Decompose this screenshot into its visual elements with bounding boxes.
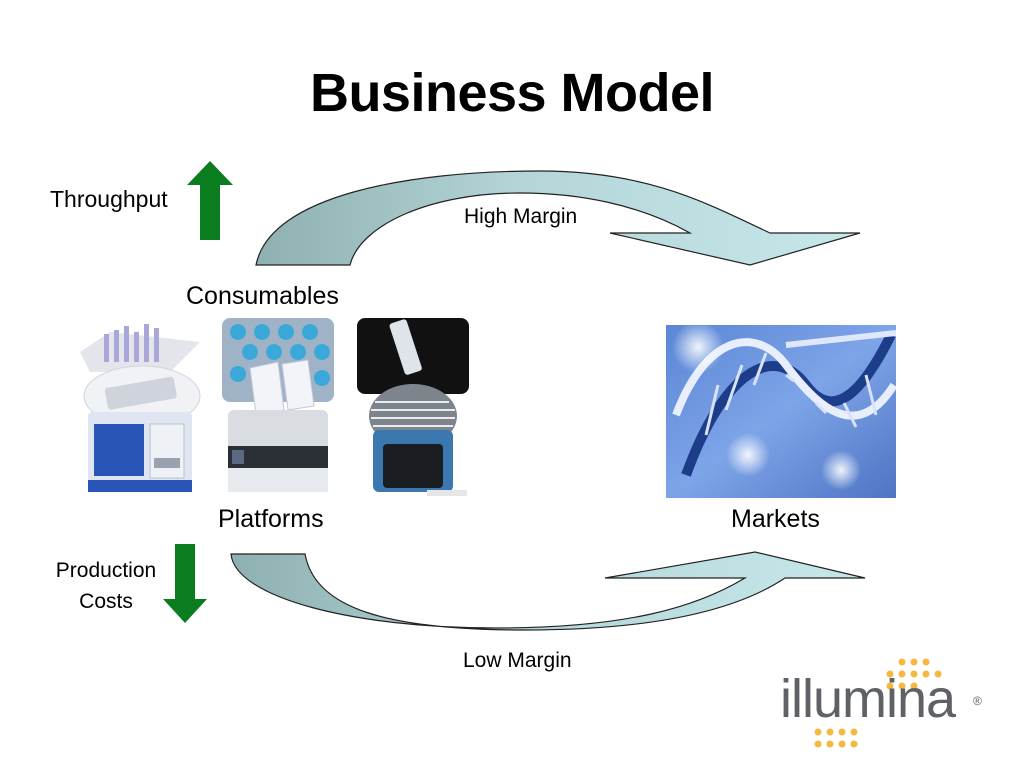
dna-helix-image <box>666 325 896 498</box>
up-arrow-icon <box>187 161 233 240</box>
beadchip-instrument-image-2 <box>222 318 334 496</box>
consumables-label: Consumables <box>186 282 339 310</box>
sequencer-instrument-image-1 <box>70 312 212 494</box>
production-costs-line-1: Production <box>55 559 157 582</box>
slide-title: Business Model <box>309 63 715 123</box>
illumina-logo-registered: ® <box>973 694 982 708</box>
low-margin-curved-arrow <box>230 551 866 631</box>
illumina-logo-text: illumina <box>780 669 956 729</box>
down-arrow-icon <box>163 544 207 623</box>
low-margin-label: Low Margin <box>463 649 572 672</box>
high-margin-label: High Margin <box>464 205 578 228</box>
high-margin-curved-arrow <box>255 170 861 266</box>
production-costs-line-2: Costs <box>79 590 133 613</box>
markets-label: Markets <box>731 505 820 533</box>
illumina-logo-dots <box>814 658 942 748</box>
throughput-label: Throughput <box>50 186 168 212</box>
production-costs-label: Production Costs <box>40 555 172 617</box>
flowcell-sequencer-image-3 <box>357 318 469 496</box>
platforms-label: Platforms <box>218 505 324 533</box>
